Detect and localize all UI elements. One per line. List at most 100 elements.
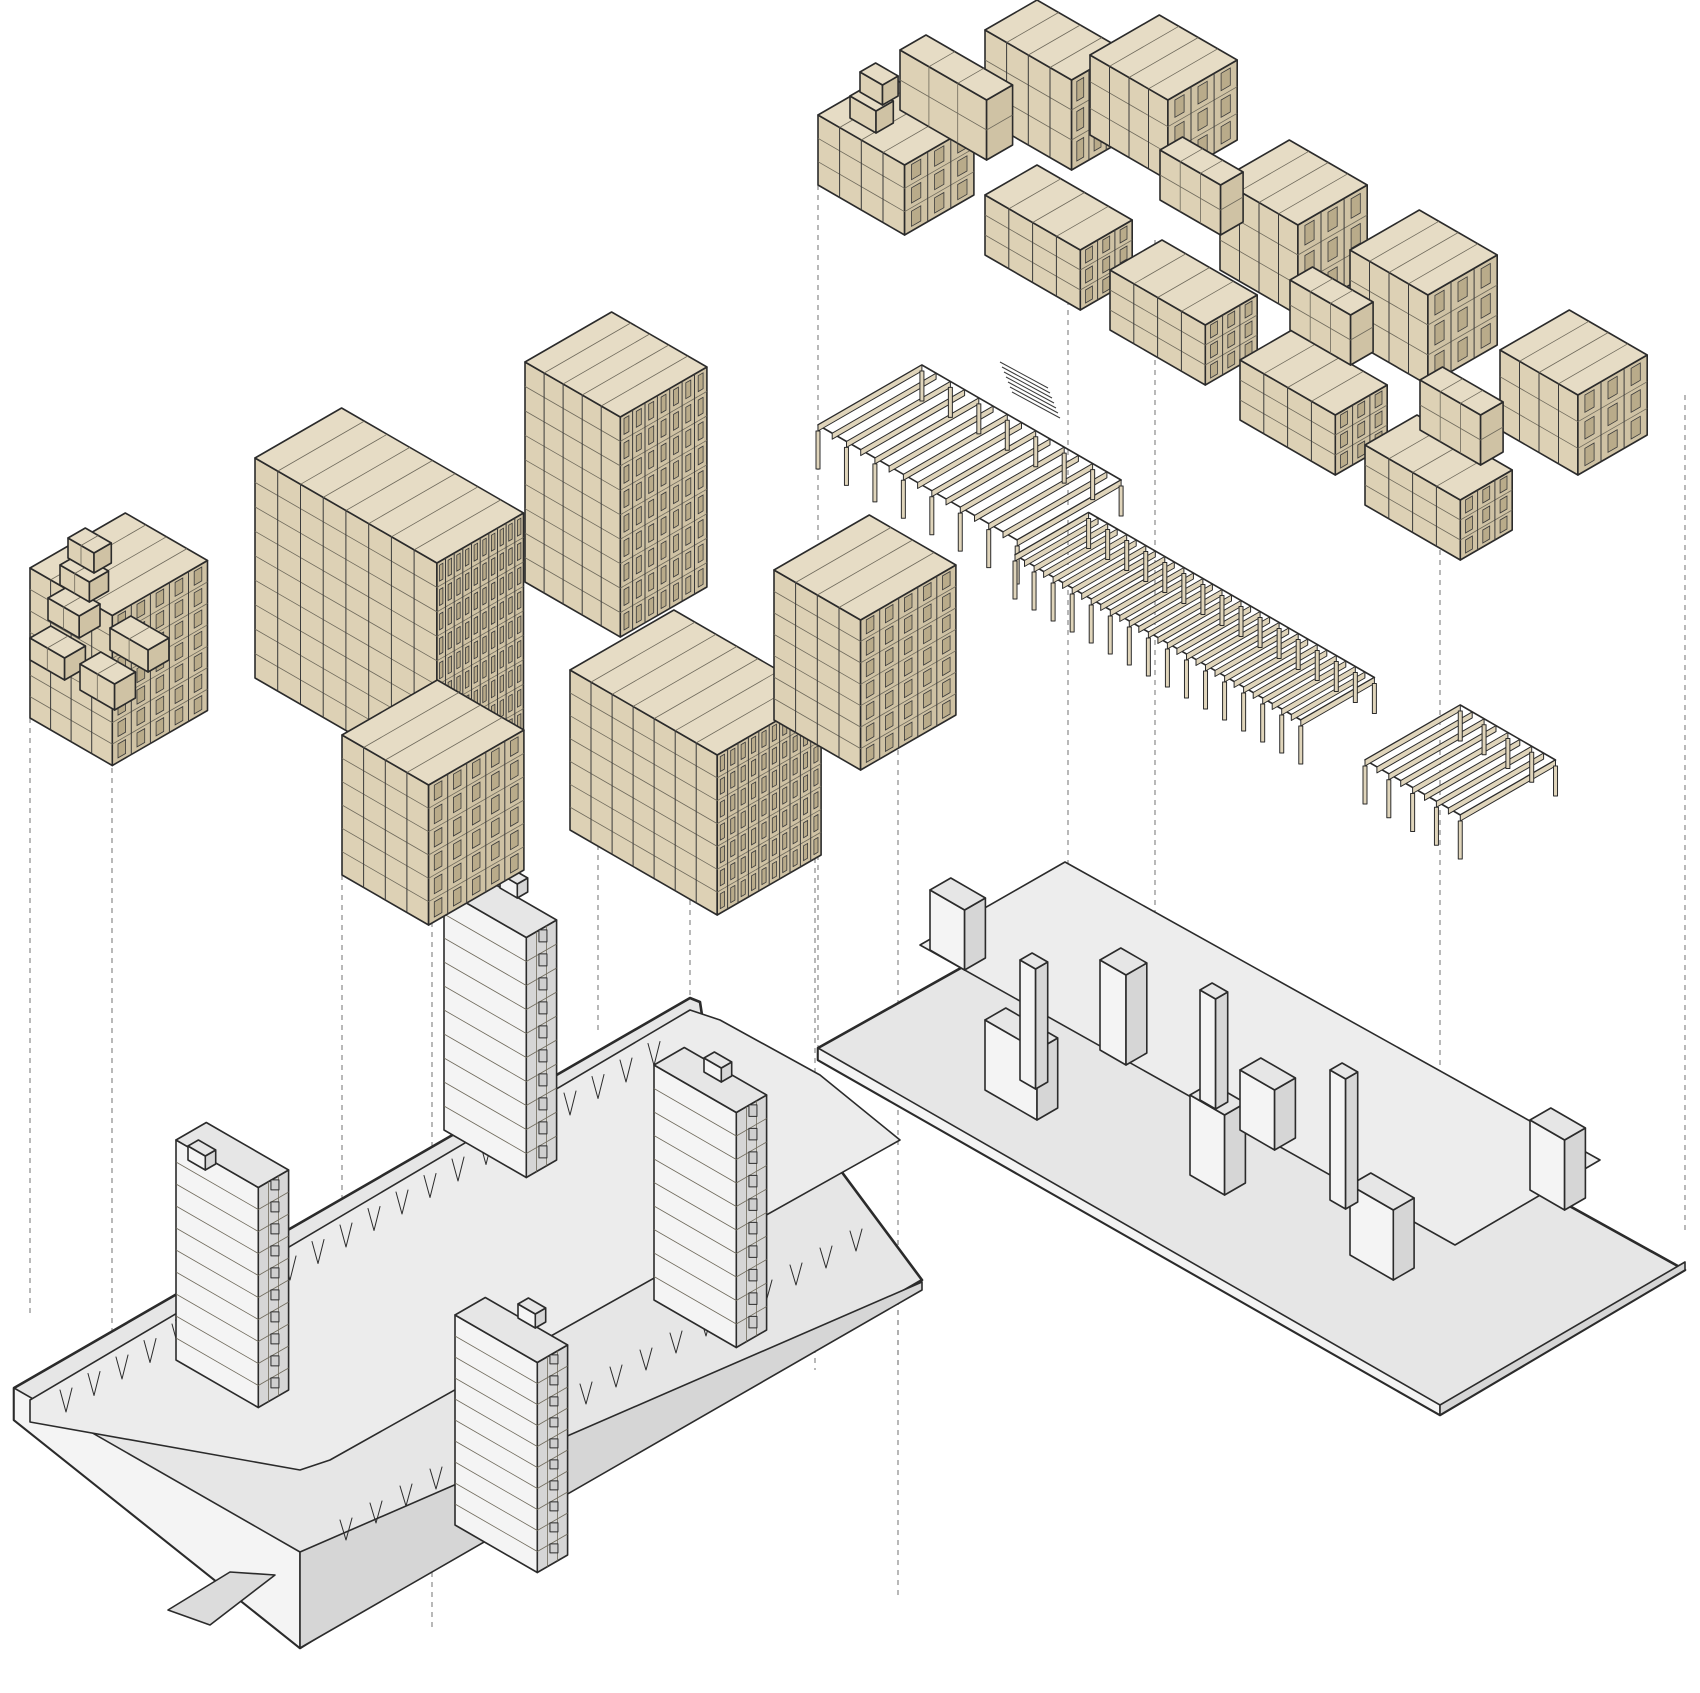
stair-tread — [1007, 381, 1057, 409]
window-opening — [673, 582, 679, 603]
window-opening — [508, 571, 513, 591]
window-opening — [957, 178, 968, 201]
window-opening — [648, 596, 655, 617]
column — [1298, 725, 1304, 765]
floor-line — [258, 1235, 289, 1254]
floor-line — [454, 1419, 538, 1468]
window-opening — [491, 840, 500, 862]
window-opening — [193, 694, 203, 715]
window-opening — [697, 543, 704, 564]
window-opening — [761, 866, 767, 886]
window-opening — [174, 577, 184, 597]
face-top — [454, 1296, 569, 1364]
floor-line — [524, 410, 621, 467]
window-opening — [1119, 225, 1128, 244]
window-opening — [648, 400, 655, 421]
column — [1086, 518, 1092, 549]
column — [1481, 724, 1487, 756]
window-opening — [490, 679, 496, 699]
tower-window — [538, 953, 548, 967]
window-opening — [942, 678, 951, 698]
window-opening — [923, 581, 932, 602]
window-opening — [1350, 192, 1361, 219]
window-opening — [685, 525, 692, 547]
window-opening — [136, 599, 146, 619]
tower-window — [538, 1097, 548, 1111]
roof-line — [1369, 220, 1440, 262]
roof-line — [1278, 173, 1348, 215]
window-opening — [174, 684, 184, 705]
column — [1314, 650, 1320, 681]
window-opening — [697, 372, 704, 393]
column — [900, 479, 906, 519]
floor-line — [620, 391, 708, 442]
window-opening — [904, 721, 913, 742]
floor-line — [258, 1301, 289, 1320]
window-opening — [623, 463, 630, 485]
roof-line — [928, 51, 956, 68]
window-opening — [771, 815, 777, 834]
window-opening — [751, 804, 757, 823]
floor-line — [524, 434, 621, 491]
window-opening — [623, 439, 630, 460]
interior-block — [1099, 947, 1148, 1066]
v-column — [423, 1173, 437, 1198]
face-top — [859, 62, 899, 86]
window-opening — [623, 512, 630, 533]
window-opening — [464, 596, 470, 616]
timber-block-f — [773, 514, 957, 771]
floor-line — [428, 799, 525, 856]
tower-window — [748, 1221, 758, 1235]
beam — [1002, 471, 1108, 539]
roof-line — [582, 344, 669, 396]
column — [1105, 529, 1111, 560]
tower-2-windows — [538, 929, 548, 1159]
window-opening — [761, 729, 767, 749]
floor-line — [736, 1212, 767, 1231]
floor-line — [454, 1335, 538, 1384]
floor-line — [454, 1398, 538, 1447]
window-opening — [1374, 410, 1383, 429]
window-opening — [782, 740, 788, 759]
v-column — [789, 1262, 803, 1286]
window-opening — [685, 379, 692, 400]
floor-line — [454, 1482, 538, 1531]
column — [1352, 672, 1358, 703]
window-opening — [761, 752, 767, 771]
window-opening — [517, 590, 522, 611]
column — [1004, 419, 1010, 451]
window-opening — [447, 581, 453, 602]
tower-window — [538, 1121, 548, 1135]
floor-line — [736, 1165, 767, 1184]
floor-line — [569, 806, 718, 893]
column — [1164, 648, 1170, 688]
floor-line — [860, 693, 957, 749]
window-opening — [490, 605, 496, 626]
tower-2 — [443, 871, 558, 1179]
floor-line — [175, 1293, 259, 1342]
window-opening — [1465, 515, 1473, 534]
window-opening — [730, 816, 736, 835]
window-opening — [697, 469, 704, 490]
interior-block — [1529, 1107, 1587, 1211]
floor-line — [258, 1367, 289, 1386]
floor-line — [1335, 424, 1388, 456]
roof-line — [97, 661, 119, 675]
window-opening — [648, 522, 655, 543]
column — [1090, 469, 1096, 501]
floor-line — [653, 1088, 737, 1137]
tower-3 — [653, 1046, 768, 1349]
window-opening — [1227, 330, 1236, 349]
window-opening — [648, 571, 655, 592]
floor-line — [736, 1282, 767, 1301]
window-opening — [673, 557, 679, 578]
window-opening — [117, 738, 126, 759]
window-opening — [885, 668, 894, 688]
v-column — [369, 1500, 383, 1524]
floor-line — [175, 1315, 259, 1364]
face-side — [1563, 1127, 1587, 1211]
window-opening — [456, 576, 461, 597]
roof-line — [80, 535, 99, 546]
face-top — [187, 1139, 217, 1157]
window-opening — [934, 168, 945, 191]
